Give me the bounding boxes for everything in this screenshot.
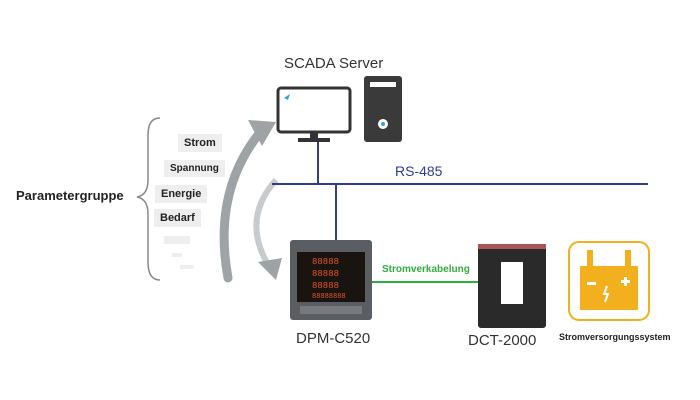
- scada-server-label: SCADA Server: [284, 55, 384, 72]
- param-chip-voltage: Spannung: [164, 160, 225, 177]
- svg-text:88888: 88888: [312, 257, 339, 267]
- param-chip-current: Strom: [178, 134, 222, 152]
- svg-text:88888: 88888: [312, 269, 339, 279]
- power-meter-icon: 88888 88888 88888 88888888: [290, 240, 372, 320]
- wiring-label: Stromverkabelung: [382, 264, 470, 275]
- brace: [136, 117, 161, 281]
- arrow-down: [253, 177, 279, 270]
- server-tower-icon: [364, 76, 402, 142]
- arrow-up-head: [248, 120, 276, 146]
- placeholder-bar: [164, 236, 190, 244]
- param-chip-energy: Energie: [155, 185, 208, 203]
- meter-label: DPM-C520: [296, 330, 371, 347]
- arrow-down-head: [258, 258, 282, 280]
- placeholder-bar: [172, 253, 182, 257]
- parameter-group-label: Parametergruppe: [16, 188, 124, 203]
- arrow-up: [219, 125, 267, 283]
- svg-text:88888888: 88888888: [312, 293, 346, 301]
- param-chip-demand: Bedarf: [154, 209, 201, 227]
- placeholder-bar: [180, 265, 194, 269]
- svg-text:88888: 88888: [312, 281, 339, 291]
- power-supply-icon: [568, 241, 650, 321]
- power-system-label: Stromversorgungssystem: [559, 332, 671, 342]
- monitor-icon: [276, 86, 352, 142]
- rs485-label: RS-485: [395, 163, 443, 179]
- current-transformer-icon: [478, 244, 546, 328]
- ct-label: DCT-2000: [468, 332, 537, 349]
